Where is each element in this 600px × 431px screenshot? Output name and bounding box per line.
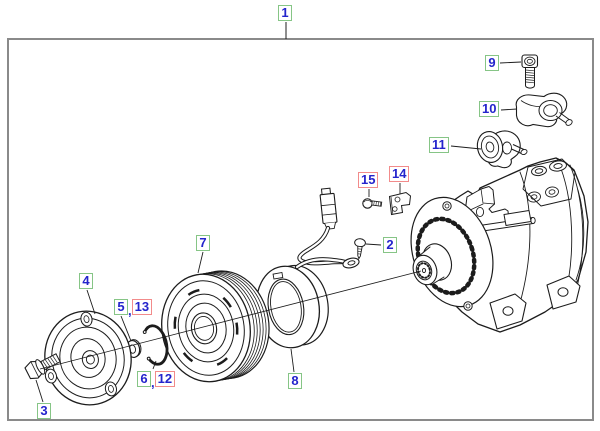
compressor-body	[410, 157, 589, 333]
callout-separator: ,	[151, 375, 155, 390]
coil-lead-screw	[354, 238, 366, 260]
wire-harness	[294, 187, 360, 270]
callout-11[interactable]: 11	[429, 137, 449, 153]
mount-feet	[489, 275, 581, 330]
callout-12[interactable]: 12	[154, 371, 176, 387]
callout-13[interactable]: 13	[131, 299, 153, 315]
clutch-hub	[44, 310, 132, 406]
callout-14[interactable]: 14	[389, 166, 410, 182]
front-head	[410, 196, 494, 308]
callout-8[interactable]: 8	[288, 373, 302, 389]
head-bolts	[442, 201, 473, 311]
port-block	[522, 158, 576, 207]
diagram-border	[7, 38, 594, 421]
harness-screw	[362, 198, 383, 209]
callout-15[interactable]: 15	[358, 172, 379, 188]
callout-5[interactable]: 5	[114, 299, 128, 315]
mount-damper-lower	[476, 130, 528, 169]
harness-connector	[319, 187, 338, 230]
mount-damper-upper	[515, 92, 573, 128]
clutch-pulley	[161, 270, 270, 383]
callout-3[interactable]: 3	[37, 403, 51, 419]
wire-bracket	[388, 191, 412, 216]
callout-10[interactable]: 10	[479, 101, 500, 117]
callout-7[interactable]: 7	[196, 235, 210, 251]
hub-damper-lugs	[44, 311, 118, 397]
socket-bolt	[521, 54, 539, 89]
callout-separator: ,	[128, 303, 132, 318]
callout-2[interactable]: 2	[383, 237, 397, 253]
callout-group-6-12: 6 , 12	[137, 371, 176, 390]
field-coil	[256, 264, 329, 349]
ring-terminal	[342, 257, 360, 269]
assembly-centerline	[39, 270, 422, 370]
leader-lines	[35, 61, 522, 403]
callout-4[interactable]: 4	[79, 273, 93, 289]
snap-ring	[142, 324, 169, 366]
callout-9[interactable]: 9	[485, 55, 499, 71]
callout-group-5-13: 5 , 13	[114, 299, 153, 318]
callout-6[interactable]: 6	[137, 371, 151, 387]
callout-1[interactable]: 1	[278, 5, 292, 21]
hub-bolt	[24, 353, 61, 380]
